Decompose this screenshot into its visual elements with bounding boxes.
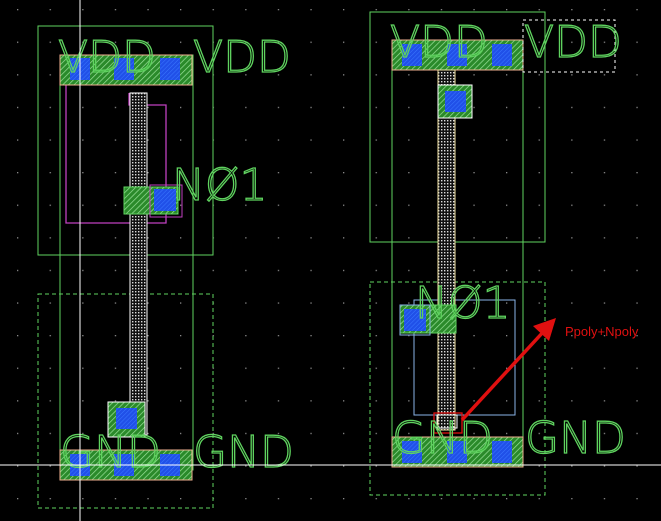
gnd-rail: [391, 436, 524, 468]
node-label: NØ1: [415, 278, 511, 329]
contact: [160, 58, 180, 80]
contact: [402, 441, 422, 463]
annotation-arrow: [460, 318, 556, 422]
poly-junction: [436, 414, 458, 429]
vdd-label: VDD: [390, 17, 488, 68]
left-inverter-cell: VDD VDD NØ1 GND GND: [37, 25, 295, 509]
output-contact-outline: [149, 184, 183, 218]
vdd-rail: [391, 39, 524, 71]
contact: [116, 408, 137, 429]
gnd-label: GND: [525, 413, 626, 464]
nwell-box: [369, 11, 546, 243]
pwell-box: [37, 293, 214, 509]
gnd-label: GND: [60, 427, 161, 478]
contact: [402, 44, 422, 66]
node-label: NØ1: [172, 160, 268, 211]
vdd-label: VDD: [58, 32, 156, 83]
arrow-head-icon: [533, 318, 556, 341]
annotation-label: Ppoly+Npoly: [565, 324, 639, 339]
layout-shape: [399, 304, 431, 336]
contact: [447, 441, 467, 463]
poly-gate: [129, 92, 148, 436]
gnd-label: GND: [193, 427, 294, 478]
highlight-box: [433, 412, 463, 434]
contact: [114, 58, 134, 80]
contact: [492, 44, 512, 66]
vdd-rail: [59, 54, 193, 86]
vdd-label: VDD: [193, 32, 291, 83]
layout-shape: [460, 328, 547, 422]
vdd-label: VDD: [524, 17, 622, 68]
contact: [447, 44, 467, 66]
pwell-box: [369, 281, 546, 496]
contact: [404, 309, 426, 331]
contact: [154, 189, 176, 211]
gnd-label: GND: [392, 413, 493, 464]
contact: [445, 91, 466, 112]
contact: [492, 441, 512, 463]
pmos-implant: [65, 85, 167, 224]
poly-gate: [437, 69, 456, 431]
nwell-box: [37, 25, 214, 256]
